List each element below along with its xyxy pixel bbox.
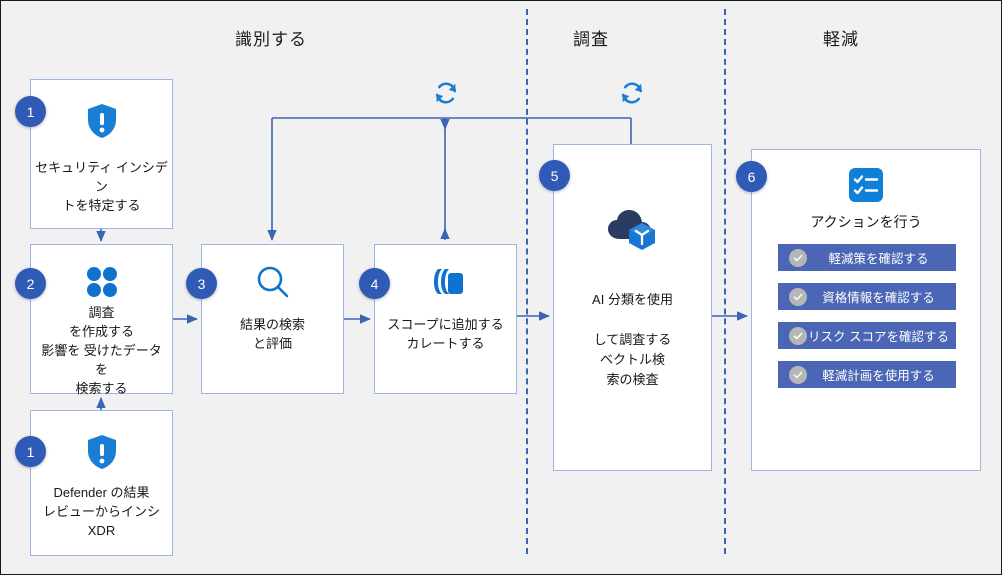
step-badge-2: 2	[15, 268, 46, 299]
phase-divider-1	[526, 9, 528, 554]
step-badge-3: 3	[186, 268, 217, 299]
card-add-to-scope-curate[interactable]: スコープに追加する カレートする	[374, 244, 517, 394]
action-button-label: リスク スコアを確認する	[808, 330, 949, 344]
step-badge-5: 5	[539, 160, 570, 191]
card-title: アクションを行う	[810, 214, 922, 230]
step-badge-6: 6	[736, 161, 767, 192]
layers-icon	[375, 263, 516, 301]
card-label: スコープに追加する カレートする	[387, 317, 504, 351]
check-circle-icon	[789, 326, 807, 345]
step-badge-4: 4	[359, 268, 390, 299]
step-badge-1-bottom: 1	[15, 436, 46, 467]
phase-label-investigate: 調査	[573, 30, 609, 49]
phase-label-identify: 識別する	[235, 30, 307, 49]
card-label: セキュリティ インシデン トを特定する	[35, 160, 168, 213]
refresh-loop-icon	[431, 77, 461, 109]
action-button-label: 資格情報を確認する	[822, 291, 935, 305]
step-badge-1: 1	[15, 96, 46, 127]
shield-alert-icon	[31, 102, 172, 140]
action-button-verify-credentials[interactable]: 資格情報を確認する	[778, 283, 956, 310]
shield-alert-icon	[31, 433, 172, 471]
action-button-verify-mitigation[interactable]: 軽減策を確認する	[778, 244, 956, 271]
cloud-cube-icon	[554, 205, 711, 253]
phase-divider-2	[724, 9, 726, 554]
people-group-icon	[31, 263, 172, 301]
check-circle-icon	[789, 248, 807, 267]
card-ai-classification-investigate[interactable]: AI 分類を使用 して調査する ベクトル検 索の検査	[553, 144, 712, 471]
card-label: Defender の結果 レビューからインシ XDR	[42, 485, 160, 538]
refresh-loop-icon	[617, 77, 647, 109]
magnifier-icon	[202, 263, 343, 303]
action-button-label: 軽減策を確認する	[828, 252, 929, 266]
phase-label-mitigate: 軽減	[823, 30, 859, 49]
checklist-icon	[752, 166, 980, 204]
action-button-verify-risk-score[interactable]: リスク スコアを確認する	[778, 322, 956, 349]
card-take-action[interactable]: アクションを行う	[751, 149, 981, 471]
check-circle-icon	[789, 365, 807, 384]
card-search-evaluate-results[interactable]: 結果の検索 と評価	[201, 244, 344, 394]
card-label: 結果の検索 と評価	[239, 317, 305, 351]
card-defender-xdr-review[interactable]: Defender の結果 レビューからインシ XDR	[30, 410, 173, 556]
card-create-investigation[interactable]: 調査 を作成する 影響を 受けたデータを 検索する	[30, 244, 173, 396]
card-label: AI 分類を使用 して調査する ベクトル検 索の検査	[592, 292, 673, 387]
check-circle-icon	[789, 287, 807, 306]
action-button-label: 軽減計画を使用する	[822, 369, 935, 383]
action-button-use-mitigation-plan[interactable]: 軽減計画を使用する	[778, 361, 956, 388]
card-identify-security-incident[interactable]: セキュリティ インシデン トを特定する	[30, 79, 173, 229]
card-label: 調査 を作成する 影響を 受けたデータを 検索する	[41, 305, 162, 396]
